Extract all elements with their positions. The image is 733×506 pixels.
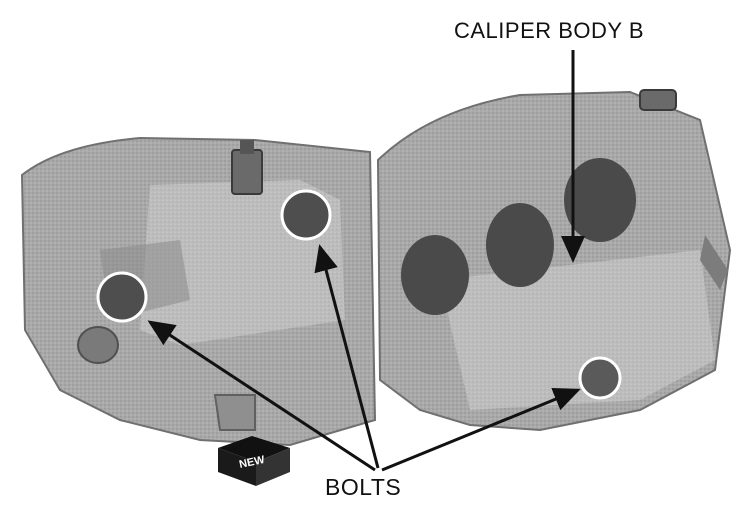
bolts-label: BOLTS xyxy=(325,474,401,501)
right-caliper-half xyxy=(378,90,730,430)
left-caliper-half xyxy=(22,138,375,445)
bolt-right xyxy=(580,358,620,398)
caliper-body-label: CALIPER BODY B xyxy=(454,18,644,44)
bolt-left xyxy=(98,273,146,321)
bolt-upper-left xyxy=(282,191,330,239)
